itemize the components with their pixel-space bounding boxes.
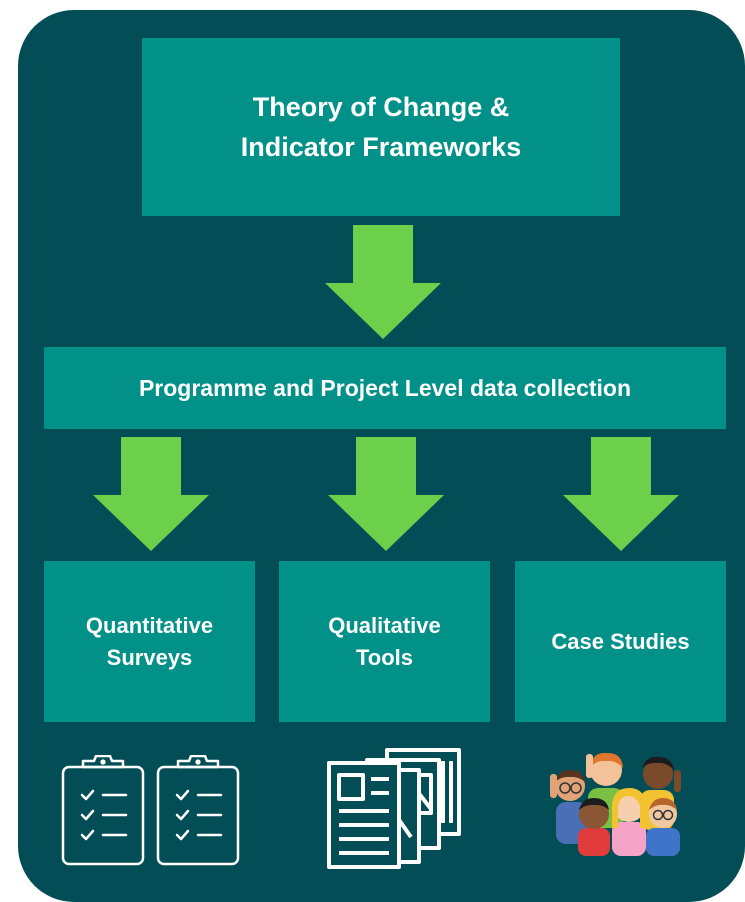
documents-stack-icon <box>327 748 461 869</box>
case-studies-box: Case Studies <box>515 561 726 722</box>
theory-of-change-box: Theory of Change & Indicator Frameworks <box>142 38 620 216</box>
box1-line1: Quantitative <box>85 612 214 638</box>
top-box-line2: Indicator Frameworks <box>240 132 522 162</box>
middle-box-label: Programme and Project Level data collect… <box>138 374 632 401</box>
top-box-line1: Theory of Change & <box>252 92 510 122</box>
box2-line1: Qualitative <box>328 612 441 638</box>
box1-line2: Surveys <box>106 644 193 670</box>
box2-line2: Tools <box>355 644 413 670</box>
arrow-down-center <box>328 437 444 551</box>
data-collection-box: Programme and Project Level data collect… <box>44 347 726 429</box>
children-group-icon <box>550 752 681 856</box>
quantitative-surveys-box: Quantitative Surveys <box>44 561 255 722</box>
qualitative-tools-box: Qualitative Tools <box>279 561 490 722</box>
arrow-down-right <box>563 437 679 551</box>
clipboard-checklist-icon <box>61 755 240 866</box>
box3-line1: Case Studies <box>551 628 690 654</box>
arrow-down-top <box>325 225 441 339</box>
arrow-down-left <box>93 437 209 551</box>
